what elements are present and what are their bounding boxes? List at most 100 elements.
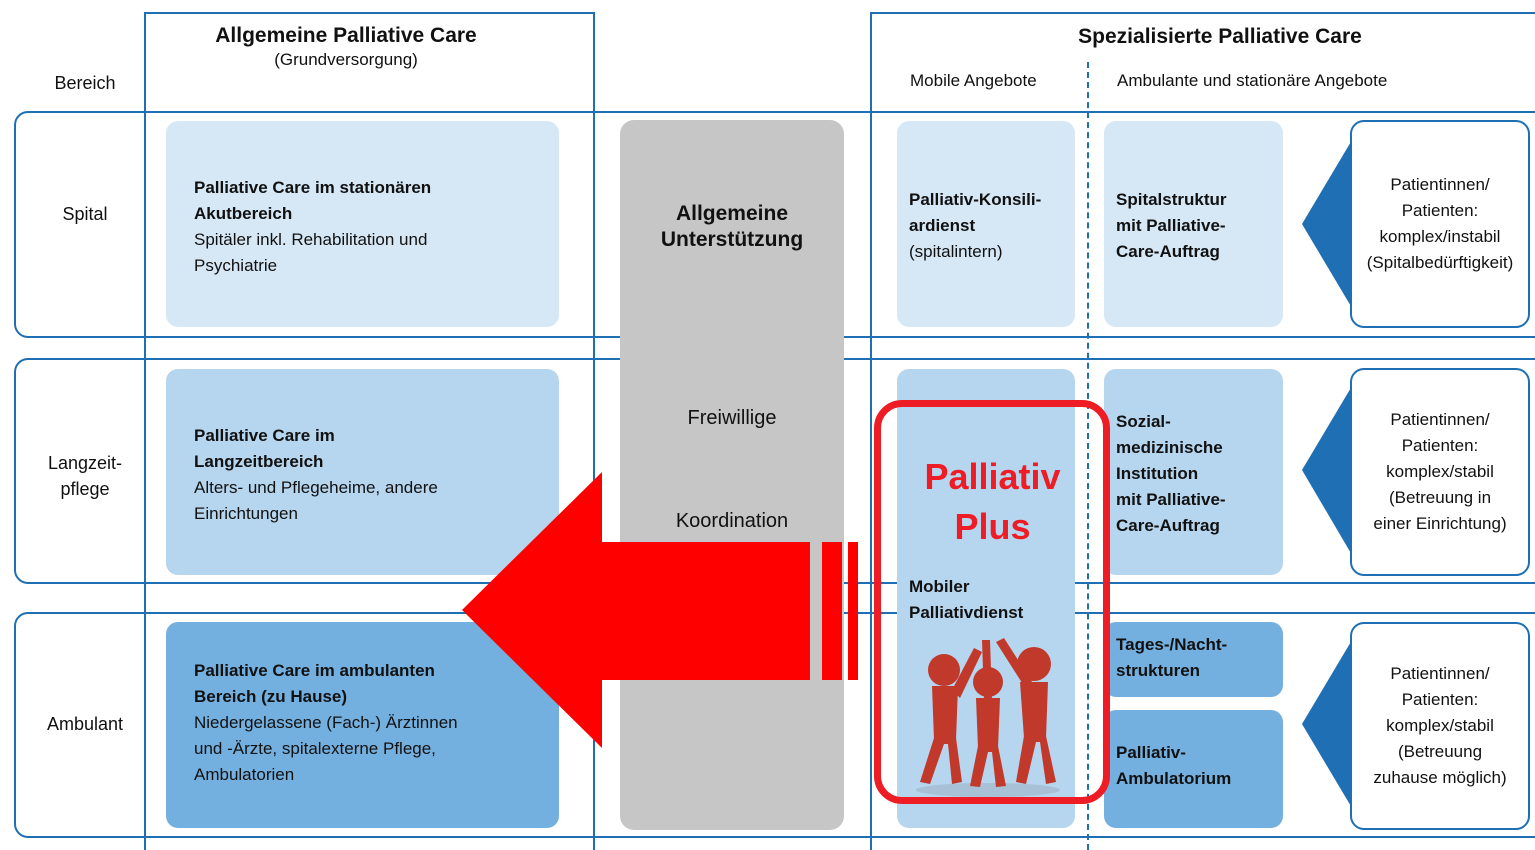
header-general-title: Allgemeine Palliative Care: [215, 24, 477, 47]
header-special-title: Spezialisierte Palliative Care: [1078, 25, 1362, 48]
inst-sozial-line4: mit Palliative-: [1116, 490, 1226, 509]
patient-spital-line1: Patientinnen/: [1390, 175, 1490, 194]
inst-sozial-line2: medizinische: [1116, 438, 1223, 457]
patient-spital-line4: (Spitalbedürftigkeit): [1366, 253, 1514, 272]
support-freiwillige: Freiwillige: [687, 407, 777, 429]
pointer-spital-triangle: [1302, 140, 1352, 308]
inst-sozial-line5: Care-Auftrag: [1116, 516, 1220, 535]
general-box-spital-text1: Spitäler inkl. Rehabilitation und: [194, 230, 428, 249]
general-box-ambulant: Palliative Care im ambulanten Bereich (z…: [166, 622, 559, 828]
figure-left-head: [928, 654, 960, 686]
pointer-langzeit-triangle: [1302, 386, 1352, 555]
inst-sozial-line3: Institution: [1116, 464, 1199, 483]
palliativ-plus-title2: Plus: [954, 506, 1031, 547]
patient-spital-line2: Patienten:: [1401, 201, 1479, 220]
general-box-ambulant-text2: und -Ärzte, spitalexterne Pflege,: [194, 739, 436, 758]
red-arrow-stripe-1: [822, 542, 842, 680]
team-figures-illustration: [916, 638, 1060, 797]
inst-spital-line1: Spitalstruktur: [1116, 190, 1227, 209]
general-box-spital-text2: Psychiatrie: [194, 256, 278, 275]
inst-amb-line2: Ambulatorium: [1116, 769, 1232, 788]
general-box-langzeit-title2: Langzeitbereich: [194, 452, 324, 471]
inst-box-ambulatorium: Palliativ- Ambulatorium: [1104, 710, 1283, 828]
special-column-left-border: [870, 12, 872, 850]
konsil-title2: ardienst: [909, 216, 976, 235]
support-column: [620, 120, 844, 830]
patient-langzeit-line5: einer Einrichtung): [1373, 514, 1507, 533]
row-label-langzeit-line2: pflege: [60, 479, 110, 499]
row-label-ambulant: Ambulant: [46, 714, 124, 734]
general-box-spital-title1: Palliative Care im stationären: [194, 178, 432, 197]
palliativ-plus-sub2: Palliativdienst: [909, 603, 1024, 622]
patient-ambulant-line1: Patientinnen/: [1390, 664, 1490, 683]
general-box-ambulant-title1: Palliative Care im ambulanten: [194, 661, 435, 680]
figure-left-legs: [920, 738, 962, 784]
palliativ-plus-title: Palliativ Plus: [880, 452, 1105, 552]
patient-spital-line3: komplex/instabil: [1379, 227, 1501, 246]
support-title1: Allgemeine: [675, 202, 789, 225]
support-title: Allgemeine Unterstützung: [620, 201, 844, 253]
patient-ambulant-line5: zuhause möglich): [1373, 768, 1507, 787]
patient-ambulant-line3: komplex/stabil: [1386, 716, 1494, 735]
patient-langzeit-line4: (Betreuung in: [1388, 488, 1492, 507]
general-box-langzeit: Palliative Care im Langzeitbereich Alter…: [166, 369, 559, 575]
mobile-divider-dashed: [1087, 62, 1089, 850]
palliativ-plus-sub1: Mobiler: [909, 577, 970, 596]
inst-spital-line3: Care-Auftrag: [1116, 242, 1220, 261]
figure-right-body: [1020, 682, 1048, 738]
patient-box-langzeit: Patientinnen/ Patienten: komplex/stabil …: [1350, 368, 1530, 576]
patient-ambulant-line4: (Betreuung: [1397, 742, 1483, 761]
mobile-box-konsiliardienst: Palliativ-Konsili- ardienst (spitalinter…: [897, 121, 1075, 327]
patient-ambulant-line2: Patienten:: [1401, 690, 1479, 709]
patient-box-ambulant: Patientinnen/ Patienten: komplex/stabil …: [1350, 622, 1530, 830]
general-box-ambulant-title2: Bereich (zu Hause): [194, 687, 348, 706]
general-box-langzeit-text2: Einrichtungen: [194, 504, 298, 523]
special-column-top-border: [870, 12, 1535, 14]
konsil-note: (spitalintern): [909, 242, 1003, 261]
row-label-spital: Spital: [62, 204, 108, 224]
header-ambulant-stationaer: Ambulante und stationäre Angebote: [1117, 71, 1388, 90]
support-koordination: Koordination: [675, 510, 789, 532]
inst-amb-line1: Palliativ-: [1116, 743, 1186, 762]
general-box-ambulant-text1: Niedergelassene (Fach-) Ärztinnen: [194, 713, 458, 732]
figure-right-arm-up: [996, 638, 1032, 686]
header-general-subtitle: (Grundversorgung): [274, 50, 418, 69]
header-mobile: Mobile Angebote: [910, 71, 1037, 90]
figure-middle-legs: [970, 746, 1006, 787]
general-box-langzeit-text1: Alters- und Pflegeheime, andere: [194, 478, 438, 497]
patient-langzeit-line1: Patientinnen/: [1390, 410, 1490, 429]
row-label-langzeit: Langzeit- pflege: [30, 450, 140, 502]
inst-sozial-line1: Sozial-: [1116, 412, 1171, 431]
figure-left-body: [932, 686, 958, 740]
palliativ-plus-frame: [874, 400, 1110, 804]
general-box-langzeit-title1: Palliative Care im: [194, 426, 335, 445]
general-column-top-border: [144, 12, 595, 14]
inst-tages-line2: strukturen: [1116, 661, 1201, 680]
inst-tages-line1: Tages-/Nacht-: [1116, 635, 1228, 654]
inst-box-spitalstruktur: Spitalstruktur mit Palliative- Care-Auft…: [1104, 121, 1283, 327]
general-box-spital-title2: Akutbereich: [194, 204, 293, 223]
inst-box-tages-nacht: Tages-/Nacht- strukturen: [1104, 622, 1283, 697]
header-bereich: Bereich: [54, 73, 116, 93]
patient-langzeit-line3: komplex/stabil: [1386, 462, 1494, 481]
palliativ-plus-title1: Palliativ: [924, 456, 1061, 497]
general-box-ambulant-text3: Ambulatorien: [194, 765, 295, 784]
support-title2: Unterstützung: [660, 228, 804, 251]
inst-box-sozialmedizinisch: Sozial- medizinische Institution mit Pal…: [1104, 369, 1283, 575]
red-arrow-stripe-2: [848, 542, 858, 680]
patient-pointers: [1302, 140, 1352, 808]
patient-box-spital: Patientinnen/ Patienten: komplex/instabi…: [1350, 120, 1530, 328]
red-arrow-shape: [462, 472, 810, 748]
figure-middle-arm-up: [982, 640, 992, 700]
palliativ-plus-subtitle: Mobiler Palliativdienst: [909, 574, 1023, 626]
inst-spital-line2: mit Palliative-: [1116, 216, 1226, 235]
pointer-ambulant-triangle: [1302, 640, 1352, 808]
red-arrow-left: [462, 472, 858, 748]
general-column-right-border: [593, 12, 595, 850]
konsil-title1: Palliativ-Konsili-: [909, 190, 1042, 209]
row-label-langzeit-line1: Langzeit-: [47, 453, 123, 473]
patient-langzeit-line2: Patienten:: [1401, 436, 1479, 455]
figure-middle-body: [976, 698, 1000, 748]
figure-right-legs: [1016, 736, 1056, 784]
general-column-left-border: [144, 12, 146, 850]
